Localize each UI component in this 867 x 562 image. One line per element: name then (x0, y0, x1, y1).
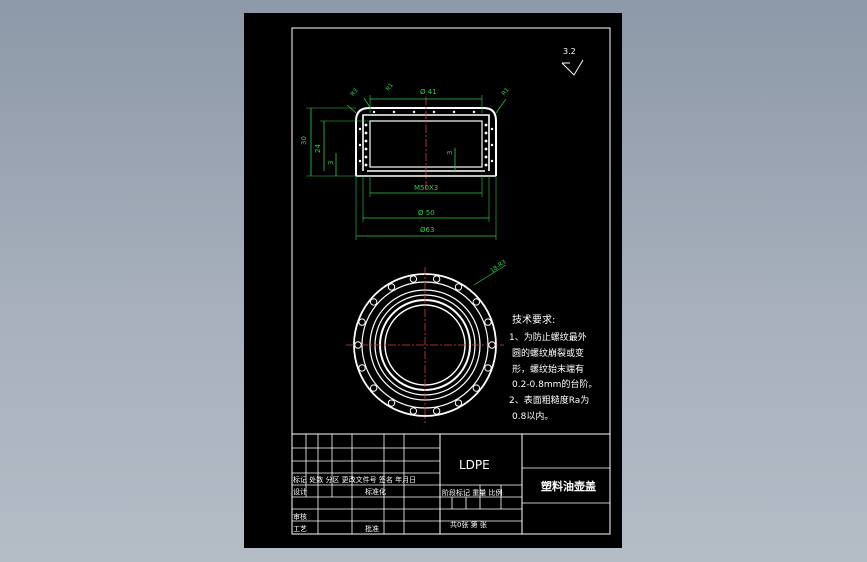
title-block: LDPE 塑料油壶盖 标记 处数 分区 更改文件号 签名 年月日 设计 标准化 … (291, 433, 611, 535)
thread-tooth (454, 399, 463, 407)
svg-text:30: 30 (300, 136, 308, 145)
tech-line: 形，螺纹始末端有 (512, 363, 584, 375)
thread-tooth (354, 341, 362, 349)
svg-text:3: 3 (446, 151, 454, 155)
svg-text:24: 24 (314, 144, 322, 153)
svg-text:M50X3: M50X3 (414, 184, 438, 192)
thread-tooth (472, 384, 481, 392)
cad-drawing: 3.2 Ø 41 R3 R1 (291, 27, 611, 535)
drawing-frame (291, 27, 611, 535)
tech-line: 2、表面粗糙度Ra为 (509, 394, 589, 406)
thread-tooth (454, 283, 463, 291)
thread-tooth (484, 364, 492, 372)
thread-tooth (369, 298, 378, 306)
material-label: LDPE (459, 458, 490, 472)
drawing-sheet: 3.2 Ø 41 R3 R1 (244, 13, 622, 548)
tech-line: 0.2-0.8mm的台阶。 (512, 378, 597, 390)
tech-line: 1、为防止螺纹最外 (509, 331, 587, 343)
thread-tooth (472, 298, 481, 306)
thread-tooth (387, 399, 396, 407)
part-name: 塑料油壶盖 (541, 479, 596, 493)
thread-tooth (432, 275, 441, 283)
thread-tooth (409, 275, 418, 283)
roughness-symbol: 3.2 (561, 47, 584, 76)
thread-tooth (358, 364, 366, 372)
thread-tooth (358, 318, 366, 326)
tech-requirements: 技术要求: 1、为防止螺纹最外 圆的螺纹崩裂或变 形，螺纹始末端有 0.2-0.… (509, 313, 597, 422)
thread-tooth (387, 283, 396, 291)
stage-labels: 阶段标记 重量 比例 (442, 488, 502, 497)
svg-text:R1: R1 (385, 82, 396, 93)
tech-line: 圆的螺纹崩裂或变 (512, 347, 584, 359)
thread-tooth (369, 384, 378, 392)
svg-text:Ø63: Ø63 (420, 226, 434, 234)
sheet-info: 共0张 第 张 (450, 520, 487, 529)
top-view: 18-R3 (346, 259, 508, 423)
svg-text:R3: R3 (349, 87, 360, 98)
thread-tooth (484, 318, 492, 326)
svg-text:3.2: 3.2 (563, 47, 576, 56)
standardization-label: 标准化 (365, 487, 386, 496)
tech-line: 0.8以内。 (512, 410, 553, 422)
process-label: 工艺 (293, 525, 307, 533)
thread-tooth (488, 341, 496, 349)
svg-text:18-R3: 18-R3 (489, 259, 508, 275)
thread-tooth (409, 407, 418, 415)
section-view: Ø 41 R3 R1 R1 30 24 3 3 M50X3 Ø 50 Ø63 (300, 82, 511, 240)
review-label: 审核 (293, 512, 307, 521)
approve-label: 批准 (365, 524, 379, 533)
header-row: 标记 处数 分区 更改文件号 签名 年月日 (293, 475, 416, 484)
svg-text:R1: R1 (500, 86, 511, 97)
thread-tooth (432, 407, 441, 415)
designer-label: 设计 (293, 487, 307, 496)
svg-text:3: 3 (327, 161, 335, 165)
svg-text:Ø 50: Ø 50 (418, 209, 435, 217)
svg-text:Ø 41: Ø 41 (420, 88, 437, 96)
tech-title: 技术要求: (512, 313, 555, 326)
